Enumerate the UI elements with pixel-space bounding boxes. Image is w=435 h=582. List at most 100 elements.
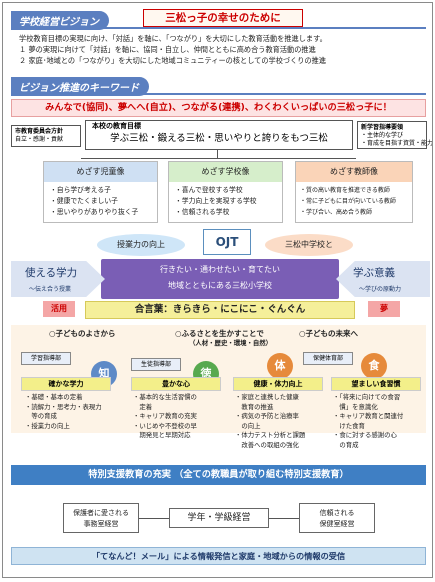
quad-item: けた食育: [333, 421, 365, 430]
divider: [11, 27, 426, 29]
column-school: めざす学校像 ・喜んで登校する学校 ・学力向上を実現する学校 ・信頼される学校: [168, 161, 283, 223]
pillar-heading-1: ○子どものよさから: [49, 329, 116, 338]
column-teacher: めざす教師像 ・質の高い教育を推進できる教師 ・常に子どもに目が向いている教師 …: [295, 161, 413, 223]
nurse-office-line-1: 信頼される: [319, 509, 355, 517]
quad-item: ・体力テスト分析と課題: [235, 431, 306, 439]
quad-item: ・キャリア教育と関連付: [333, 412, 404, 420]
right-arrow-word: 学ぶ意義: [353, 267, 395, 279]
tag-yume: 夢: [368, 301, 400, 317]
quad-item: ・いじめや不登校の早: [133, 421, 197, 430]
quad-item: ・基礎・基本の定着: [25, 393, 83, 401]
quad-items-3: ・家庭と連携した健康 教育の推進 ・病気の予防と治療率 の向上 ・体力テスト分析…: [235, 393, 305, 450]
grade-class-management-box: 学年・学級経営: [169, 508, 269, 528]
column-teacher-title: めざす教師像: [296, 162, 412, 182]
left-arrow-sub: ～伝え合う授業: [29, 286, 72, 293]
column-school-title: めざす学校像: [169, 162, 282, 182]
intro-line-2: １ 夢の実現に向けて「対話」を軸に、協同・自立し、仲間とともに高め合う教育活動の…: [19, 45, 316, 54]
quad-item: ・読解力・思考力・表現力: [25, 402, 102, 411]
nurse-office-line-2: 保健室経営: [319, 520, 355, 528]
quad-title-1: 確かな学力: [21, 377, 111, 391]
connector: [139, 518, 169, 519]
quad-item: の向上: [235, 421, 261, 430]
curriculum-box-title: 新学習指導要領: [361, 124, 404, 131]
quad-items-4: ・「将来に向けての食習 慣」を意識化 ・キャリア教育と関連付 けた食育 ・食に対…: [333, 393, 403, 450]
special-education-bar: 特別支援教育の充実 （全ての教職員が取り組む特別支援教育）: [11, 465, 426, 485]
school-banner: 行きたい・通わせたい・育てたい 地域とともにある三松小学校: [101, 259, 339, 299]
quad-title-3: 健康・体力向上: [233, 377, 323, 391]
nurse-office-management-box: 信頼される 保健室経営: [299, 503, 375, 533]
connector: [217, 150, 218, 158]
policy-box-title: 市教育委員会方針: [15, 128, 64, 135]
column-student-item: ・思いやりがありやり抜く子: [50, 208, 139, 216]
footer-bar: 「てなんど！メール」による情報発信と家庭・地域からの情報の受信: [11, 547, 426, 565]
school-goal-box: 本校の教育目標 学ぶ三松・鍛える三松・思いやりと誇りをもつ三松: [85, 120, 353, 150]
section-label-keywords: ビジョン推進のキーワード: [11, 77, 149, 96]
intro-line-3: ２ 家庭･地域との「つながり」を大切にした地域コミュニティーの核としての学校づく…: [19, 56, 327, 65]
divider: [11, 93, 426, 95]
column-school-item: ・学力向上を実現する学校: [175, 197, 257, 205]
banner-line-1: 行きたい・通わせたい・育てたい: [160, 265, 280, 274]
quad-item: 教育の推進: [235, 402, 274, 411]
quad-item: 定着: [133, 402, 153, 411]
quad-items-1: ・基礎・基本の定着 ・読解力・思考力・表現力 等の育成 ・授業力の向上: [25, 393, 102, 431]
column-teacher-item: ・質の高い教育を推進できる教師: [300, 187, 390, 194]
main-title: 三松っ子の幸せのために: [143, 9, 303, 27]
quad-item: ・授業力の向上: [25, 421, 70, 430]
dept-health: 保健体育部: [303, 352, 353, 365]
dept-guidance: 生徒指導部: [131, 358, 181, 371]
quad-title-4: 望ましい食習慣: [331, 377, 421, 391]
office-management-box: 保護者に愛される 事務室経営: [63, 503, 139, 533]
school-goal-main: 学ぶ三松・鍛える三松・思いやりと誇りをもつ三松: [110, 133, 328, 144]
pillar-heading-3: ○子どもの未来へ: [299, 329, 359, 338]
ojt-left-ellipse: 授業力の向上: [97, 234, 185, 256]
column-student: めざす児童像 ・自ら学び考える子 ・健康でたくましい子 ・思いやりがありやり抜く…: [43, 161, 158, 223]
connector: [269, 518, 299, 519]
curriculum-box-sub-2: ・育成を目指す資質・能力: [361, 140, 433, 147]
left-arrow-word: 使える学力: [25, 267, 78, 279]
column-school-item: ・喜んで登校する学校: [175, 186, 243, 194]
quad-item: ・食に対する感謝の心: [333, 431, 397, 439]
quad-title-2: 豊かな心: [131, 377, 221, 391]
policy-box: 市教育委員会方針 自立・感謝・貢献: [11, 125, 81, 147]
curriculum-box: 新学習指導要領 ・主体的な学び ・育成を目指す資質・能力: [357, 121, 433, 149]
connector: [81, 158, 356, 159]
circle-body: 体: [267, 353, 293, 379]
tag-katsuyou: 活用: [43, 301, 75, 317]
pillar-subheading-2: （人材・歴史・環境・自然）: [189, 339, 273, 347]
quad-item: ・病気の予防と治療率: [235, 412, 299, 420]
quad-item: 等の育成: [25, 412, 57, 420]
office-management-line-2: 事務室経営: [83, 520, 119, 528]
section-label-vision: 学校経営ビジョン: [11, 11, 109, 30]
column-school-item: ・信頼される学校: [175, 208, 230, 216]
quad-item: 慣」を意識化: [333, 402, 378, 411]
office-management-line-1: 保護者に愛される: [73, 509, 129, 517]
left-arrow: [11, 261, 105, 297]
column-student-item: ・自ら学び考える子: [50, 186, 111, 194]
quad-item: ・家庭と連携した健康: [235, 393, 299, 401]
quad-item: 改善への取組の強化: [235, 440, 299, 449]
column-teacher-item: ・学び合い、高め合う教師: [300, 209, 373, 216]
intro-line-1: 学校教育目標の実現に向け、「対話」を軸に、「つながり」を大切にした教育活動を推進…: [19, 34, 327, 43]
keyword-line: みんなで(協同)、夢へへ(自立)、つながる(連携)、わくわくいっぱいの三松っ子に…: [11, 99, 426, 117]
right-arrow-sub: ～学びの原動力: [359, 286, 402, 293]
dept-learning: 学習指導部: [21, 352, 71, 365]
quad-items-2: ・基本的な生活習慣の 定着 ・キャリア教育の充実 ・いじめや不登校の早 期発見と…: [133, 393, 197, 441]
quad-item: ・「将来に向けての食習: [333, 393, 401, 401]
curriculum-box-sub-1: ・主体的な学び: [361, 132, 404, 139]
quad-item: ・基本的な生活習慣の: [133, 393, 197, 401]
ojt-right-ellipse: 三松中学校と: [265, 234, 353, 256]
pillar-heading-2: ○ふるさとを生かすことで: [175, 329, 264, 338]
school-goal-title: 本校の教育目標: [92, 122, 141, 130]
quad-item: ・キャリア教育の充実: [133, 412, 197, 420]
column-student-title: めざす児童像: [44, 162, 157, 182]
right-arrow: [336, 261, 430, 297]
column-student-item: ・健康でたくましい子: [50, 197, 118, 205]
banner-line-2: 地域とともにある三松小学校: [168, 281, 272, 290]
column-teacher-item: ・常に子どもに目が向いている教師: [300, 198, 396, 205]
quad-item: の育成: [333, 440, 359, 449]
quad-item: 期発見と早期対応: [133, 431, 191, 439]
circle-food: 食: [361, 353, 387, 379]
policy-box-sub: 自立・感謝・貢献: [15, 136, 64, 143]
ojt-label: OJT: [203, 229, 251, 255]
